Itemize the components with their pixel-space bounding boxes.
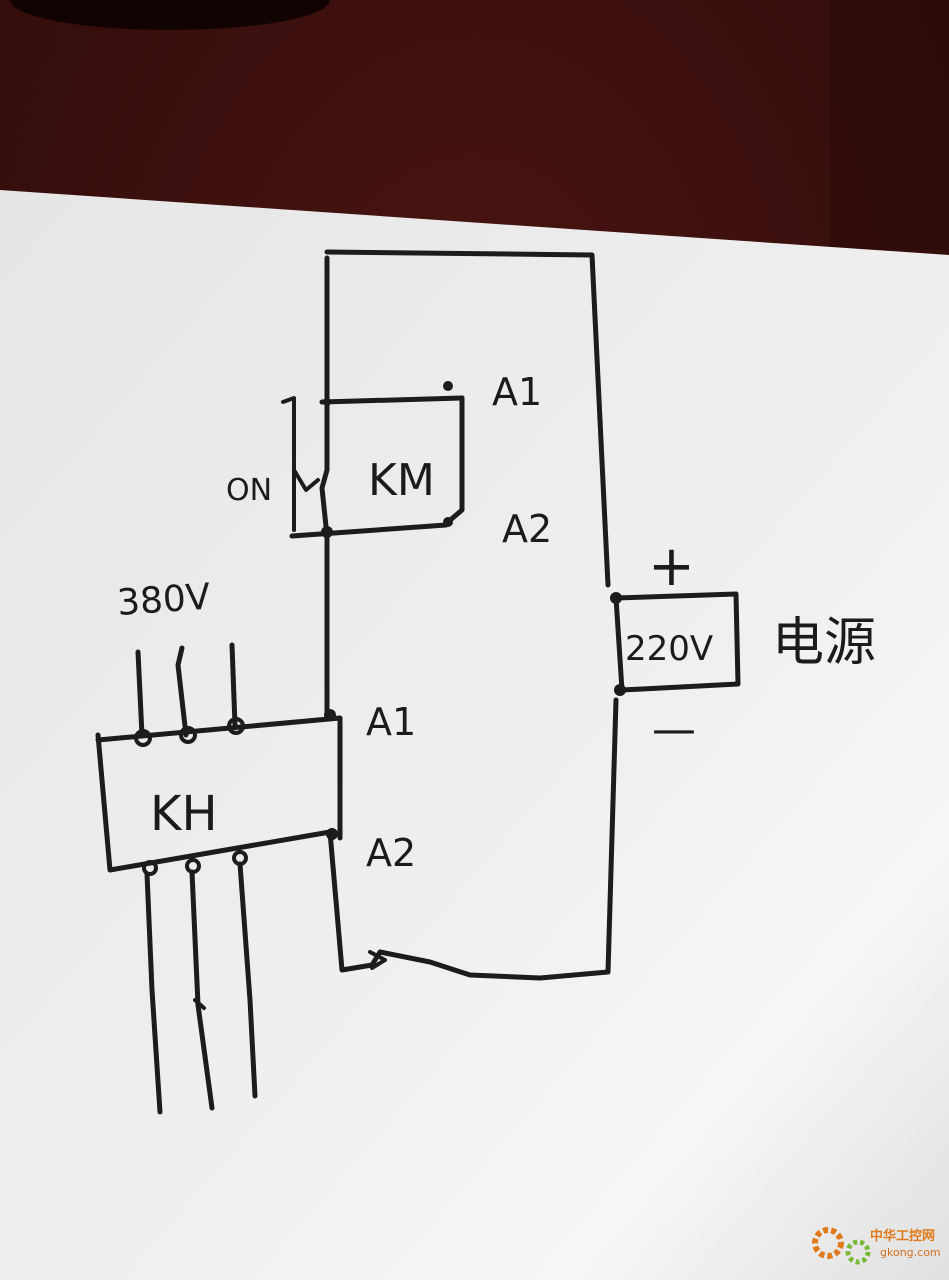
- wire-right-side: [605, 697, 619, 975]
- watermark-logo: 中华工控网 gkong.com: [812, 1227, 941, 1265]
- watermark-title: 中华工控网: [870, 1228, 935, 1244]
- supply-minus-terminal: [614, 684, 626, 696]
- wire-phase-3-in: [229, 642, 238, 728]
- carpet-pattern: [830, 0, 949, 250]
- supply-box: [613, 591, 741, 693]
- kh-terminal-in-1: [134, 729, 152, 747]
- km-a2-label: A2: [502, 507, 552, 551]
- kh-terminal-in-2: [179, 726, 197, 744]
- kh-a1-terminal: [324, 709, 336, 721]
- kh-a1-label: A1: [366, 700, 416, 744]
- kh-a2-label: A2: [366, 831, 416, 875]
- kh-box: [95, 715, 343, 873]
- supply-name-label: 电源: [772, 613, 876, 673]
- watermark-url: gkong.com: [880, 1246, 941, 1259]
- wire-km-right: [445, 395, 465, 525]
- plus-label: +: [648, 534, 695, 599]
- wire-phase-1-in: [135, 649, 145, 738]
- wire-kh-a2-return: [327, 829, 611, 981]
- voltage-3phase-label: 380V: [116, 577, 212, 624]
- paper-sheet: [0, 190, 949, 1280]
- kh-terminal-out-1: [142, 860, 158, 876]
- gear-icon-small: [845, 1239, 871, 1265]
- wire-km-bottom-rail: [289, 522, 449, 539]
- kh-label: KH: [150, 786, 218, 842]
- on-label: ON: [226, 473, 272, 508]
- wire-phase-2-mark: [193, 998, 206, 1010]
- kh-a2-terminal: [326, 828, 338, 840]
- km-a1-label: A1: [492, 370, 542, 414]
- wire-phase-2-in: [175, 645, 189, 738]
- minus-label: —: [652, 704, 696, 755]
- wire-phase-3-out: [237, 861, 258, 1099]
- km-label: KM: [368, 455, 435, 506]
- on-button-symbol: [281, 396, 320, 532]
- dark-object: [10, 0, 330, 30]
- wire-km-inner-left: [319, 399, 330, 539]
- gear-icon: [812, 1227, 844, 1259]
- wire-arrow-mark: [368, 950, 387, 970]
- km-a1-terminal: [443, 381, 453, 391]
- km-junction-top: [323, 398, 331, 406]
- wire-phase-1-out: [144, 871, 163, 1115]
- kh-terminal-in-3: [227, 717, 245, 735]
- wire-km-top-rail: [319, 395, 465, 405]
- supply-plus-terminal: [610, 592, 622, 604]
- supply-voltage-label: 220V: [625, 629, 713, 669]
- km-a2-terminal: [443, 517, 453, 527]
- wire-top-loop: [324, 249, 611, 588]
